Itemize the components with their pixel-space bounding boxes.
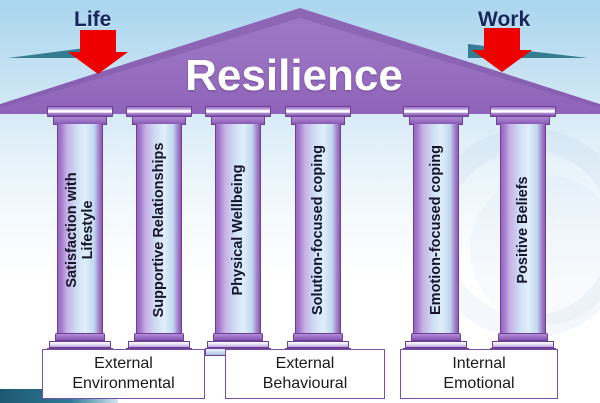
pillar-shaft: Solution-focused coping [294, 124, 342, 335]
pillar-label: Supportive Relationships [150, 142, 167, 317]
foundation-line-1: External [275, 355, 335, 372]
foundation-line-1: Internal [452, 355, 506, 372]
pillar-shaft: Physical Wellbeing [214, 124, 262, 335]
foundation-box-1: External Environmental [42, 349, 205, 399]
work-down-arrow-icon [472, 28, 532, 72]
life-label: Life [74, 8, 112, 31]
pillar-capital [403, 106, 469, 125]
pillar-label: Solution-focused coping [309, 144, 326, 315]
pillar-capital [47, 106, 113, 125]
pillar-4: Solution-focused coping [285, 106, 351, 356]
pillar-label: Emotion-focused coping [427, 144, 444, 315]
pillar-shaft: Emotion-focused coping [412, 124, 460, 335]
roof-title: Resilience [185, 51, 403, 100]
roof-pediment: Resilience [0, 6, 600, 114]
foundation-line-2: Emotional [443, 375, 515, 392]
foundation-line-2: Environmental [72, 375, 175, 392]
life-down-arrow-icon [68, 30, 128, 74]
work-label: Work [478, 8, 531, 31]
pillar-shaft: Positive Beliefs [499, 124, 547, 335]
foundation-box-3: Internal Emotional [400, 349, 558, 399]
foundation-line-1: External [94, 355, 153, 372]
pillar-capital [205, 106, 271, 125]
pillar-label-line1: Satisfaction with [63, 171, 80, 288]
foundation-line-2: Behavioural [262, 375, 348, 392]
foundation-box-2: External Behavioural [225, 349, 385, 399]
pillar-capital [490, 106, 556, 125]
pillar-6: Positive Beliefs [490, 106, 556, 356]
pillar-3: Physical Wellbeing [205, 106, 271, 356]
pillar-label: Positive Beliefs [514, 175, 531, 284]
pillar-2: Supportive Relationships [126, 106, 192, 356]
pillar-label-line2: Lifestyle [79, 200, 96, 259]
pillar-shaft: Supportive Relationships [135, 124, 183, 335]
pillar-capital [285, 106, 351, 125]
pillar-label: Physical Wellbeing [229, 163, 246, 296]
pillar-5: Emotion-focused coping [403, 106, 469, 356]
pillar-capital [126, 106, 192, 125]
